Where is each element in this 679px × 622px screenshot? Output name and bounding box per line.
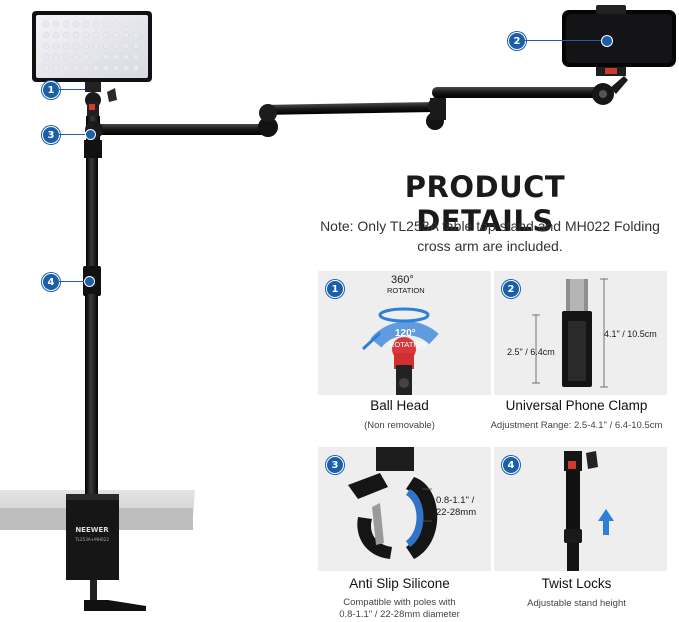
desk-clamp: NEEWER TL253A+MH022: [66, 494, 146, 611]
feature-subtitle-ball-head: (Non removable): [364, 420, 435, 431]
ball-head: [85, 82, 117, 116]
feature-title-ball-head: Ball Head: [370, 398, 429, 413]
callout-badge-1: 1: [42, 81, 60, 99]
brand-logo: NEEWER: [75, 526, 109, 534]
rotation-120-word: ROTATION: [389, 340, 427, 349]
feature-title-phone-clamp: Universal Phone Clamp: [505, 398, 648, 413]
callout-line-4: [59, 281, 87, 282]
feature-subtitle-anti-slip-2: 0.8-1.1" / 22-28mm diameter: [339, 609, 460, 620]
product-note: Note: Only TL253A table top stand and MH…: [320, 218, 660, 254]
feature-subtitle-phone-clamp: Adjustment Range: 2.5-4.1" / 6.4-10.5cm: [490, 420, 663, 431]
callout-dot-3: [85, 129, 96, 140]
clamp-min-label: 2.5" / 6.4cm: [507, 347, 555, 357]
ball-head-image: [361, 307, 439, 395]
page-title: PRODUCT DETAILS: [404, 170, 566, 238]
callout-line-2: [525, 40, 605, 41]
feature-subtitle-twist-locks: Adjustable stand height: [527, 598, 626, 609]
twist-lock-image: [564, 451, 614, 571]
rotation-120-label: 120°: [395, 328, 416, 339]
pole-range-label-1: 0.8-1.1" /: [436, 495, 475, 506]
led-light-panel: [32, 11, 152, 82]
callout-badge-3: 3: [42, 126, 60, 144]
anti-slip-clamp-image: [348, 447, 438, 559]
rotation-360-label: 360°: [391, 274, 414, 286]
feature-subtitle-anti-slip-1: Compatible with poles with: [343, 597, 456, 608]
pole-range-label-2: 22-28mm: [436, 507, 477, 518]
callout-badge-2: 2: [508, 32, 526, 50]
phone-mount: [562, 5, 676, 76]
feature-badge-1: 1: [326, 280, 344, 298]
callout-dot-4: [84, 276, 95, 287]
rotation-360-word: ROTATION: [387, 286, 425, 295]
feature-panel-ball-head: 1 360° ROTATION 120° ROTATION: [318, 271, 491, 395]
callout-badge-4: 4: [42, 273, 60, 291]
callout-line-1: [59, 89, 85, 90]
phone-clamp-image: [532, 278, 608, 388]
feature-badge-4: 4: [502, 456, 520, 474]
feature-panel-anti-slip: 3 0.8-1.1" / 22-28mm: [318, 447, 491, 571]
feature-badge-3: 3: [326, 456, 344, 474]
stand-pole: [83, 116, 102, 499]
feature-title-twist-locks: Twist Locks: [541, 576, 612, 591]
feature-title-anti-slip: Anti Slip Silicone: [349, 576, 450, 591]
feature-panel-phone-clamp: 2 2.5" / 6.4cm 4.1" / 10.5cm: [494, 271, 667, 395]
feature-panel-twist-locks: 4: [494, 447, 667, 571]
folding-cross-arm: [85, 76, 628, 139]
feature-badge-2: 2: [502, 280, 520, 298]
callout-line-3: [59, 134, 89, 135]
clamp-max-label: 4.1" / 10.5cm: [604, 329, 657, 339]
callout-dot-2: [601, 35, 613, 47]
brand-model: TL253A+MH022: [74, 537, 109, 542]
